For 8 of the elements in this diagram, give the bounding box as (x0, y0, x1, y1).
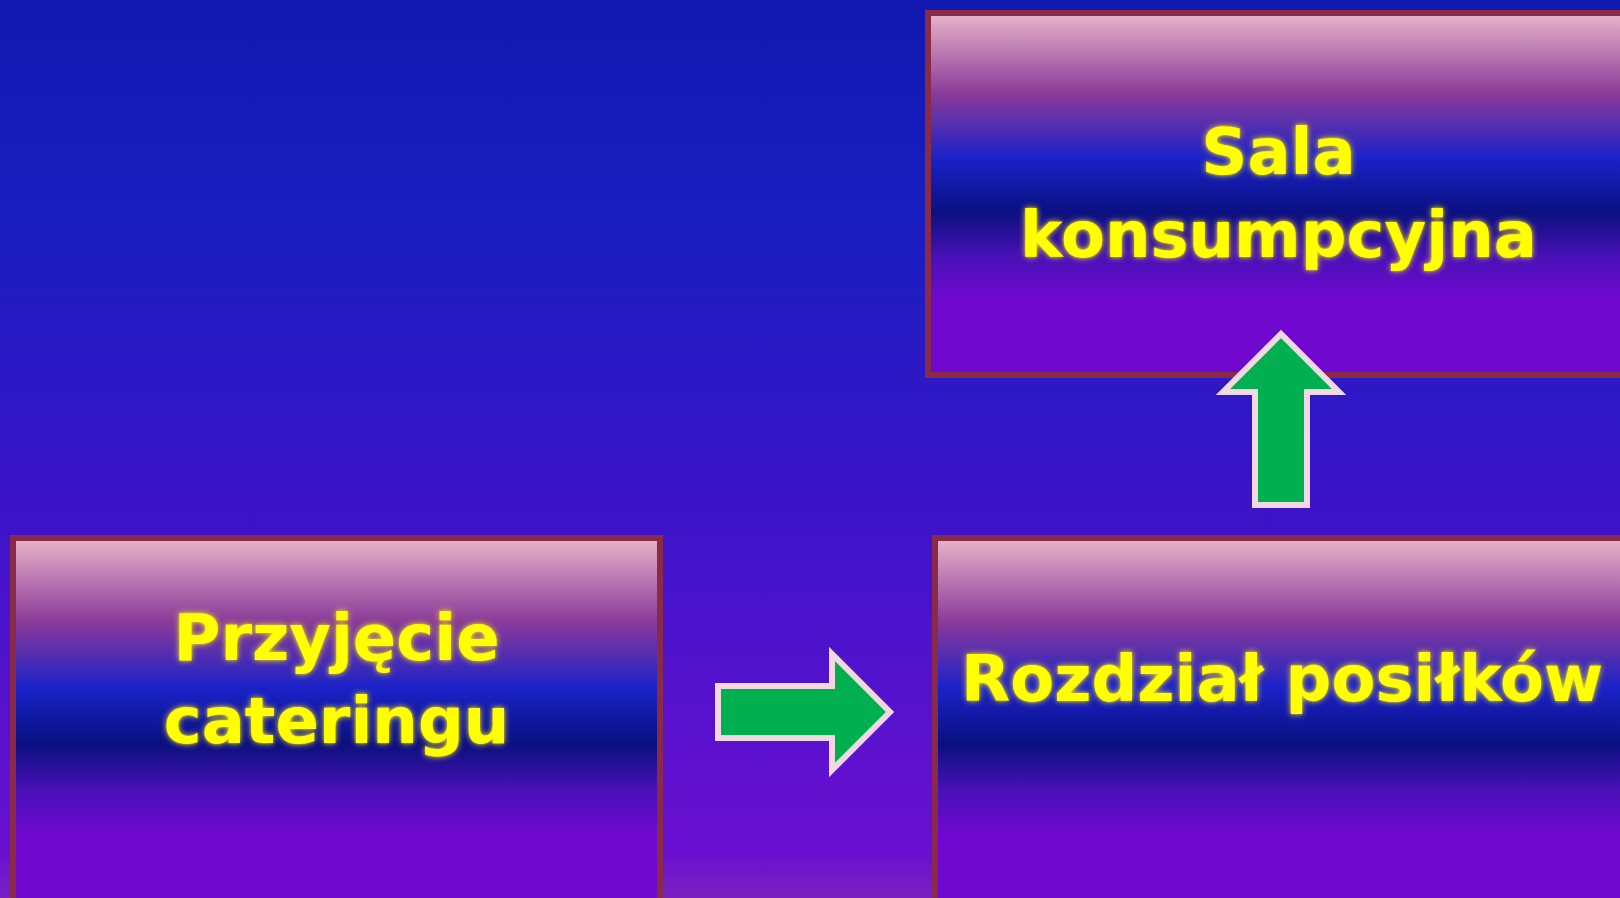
box-label: Rozdział posiłków (960, 641, 1604, 719)
process-box (925, 10, 1620, 378)
box-label: Sala konsumpcyjna (1019, 113, 1538, 274)
block-arrow (1215, 329, 1347, 508)
process-box (932, 535, 1620, 898)
process-box (10, 535, 663, 898)
block-arrow (715, 646, 895, 778)
box-label: Przyjęcie cateringu (162, 599, 511, 760)
